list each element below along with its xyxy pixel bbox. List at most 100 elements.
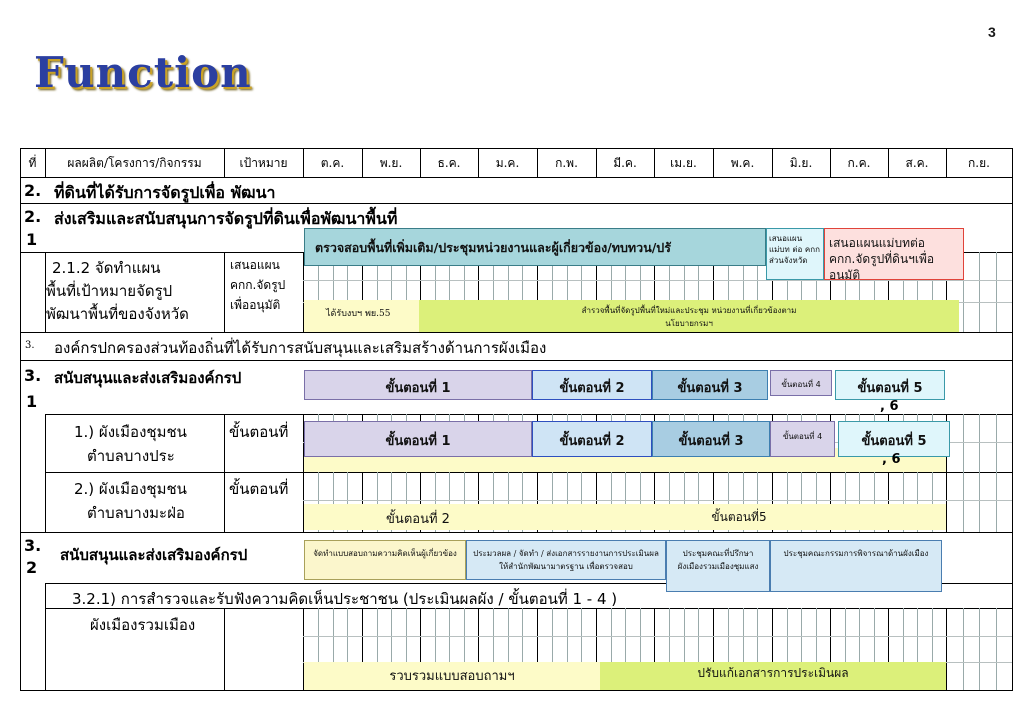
row-divider [20,332,1013,333]
week-divider [669,608,670,690]
week-divider [963,252,964,332]
col-divider [45,148,46,177]
week-divider [946,608,947,690]
week-divider [640,252,641,332]
week-divider [801,608,802,690]
slide-title: Function [34,48,252,97]
header-no: ที่ [28,156,37,170]
week-divider [684,414,685,532]
month-divider [537,148,538,177]
week-divider [567,252,568,332]
header-month: เม.ย. [670,156,697,170]
week-divider [816,608,817,690]
q-advisor-bar: ประชุมคณะที่ปรึกษาผังเมืองรวมเมืองชุมแสง [666,540,770,592]
week-divider [743,252,744,332]
col-divider [224,608,225,690]
week-divider [611,252,612,332]
sub-row-divider [303,636,1012,637]
row-3-1-no-a: 3. [24,366,42,385]
budget-label: ได้รับงบฯ พย.55 [326,309,391,319]
week-divider [698,252,699,332]
week-divider [743,608,744,690]
week-divider [362,414,363,532]
week-divider [946,252,947,332]
month-divider [362,148,363,177]
week-divider [625,252,626,332]
town1-line1: 1.) ผังเมืองชุมชน [74,423,187,441]
week-divider [787,252,788,332]
month-divider [946,148,947,177]
col-divider [45,414,46,532]
row-divider [45,472,1013,473]
week-divider [932,608,933,690]
row-2-1-2-line3: พัฒนาพื้นที่ของจังหวัด [46,305,189,323]
week-divider [478,414,479,532]
week-divider [917,252,918,332]
week-divider [464,608,465,690]
week-divider [537,252,538,332]
row-2-1-2-line1: 2.1.2 จัดทำแผน [52,259,161,277]
header-month: ธ.ค. [437,156,461,170]
survey-bar-label: ตรวจสอบพื้นที่เพิ่มเติม/ประชุมหน่วยงานแล… [315,240,671,255]
step5-label: ขั้นตอนที่ 5 [857,381,923,396]
week-divider [611,608,612,690]
week-divider [377,608,378,690]
week-divider [917,608,918,690]
propose-committee-label: เสนอแผนแม่บทต่อ คกก.จัดรูปที่ดินฯเพื่ออน… [829,236,935,280]
week-divider [757,414,758,532]
week-divider [713,414,714,532]
sub-row-divider [303,500,1012,501]
row-2-1-no-b: 1 [26,230,38,249]
week-divider [406,608,407,690]
town2-step2-label: ขั้นตอนที่ 2 [386,512,450,527]
row-3-no: 3. [25,340,35,351]
table-border-right [1012,148,1013,690]
week-divider [478,252,479,332]
col-divider [224,252,225,332]
header-month: ก.ค. [847,156,871,170]
week-divider [979,608,980,690]
town1-step1-bar: ขั้นตอนที่ 1 [304,421,532,457]
week-divider [728,414,729,532]
header-month: ก.ย. [968,156,990,170]
week-divider [464,414,465,532]
town2-step2-bar: ขั้นตอนที่ 2 [304,504,532,530]
header-month: พ.ย. [379,156,403,170]
row-divider [20,203,1013,204]
week-divider [508,414,509,532]
week-divider [816,252,817,332]
week-divider [801,414,802,532]
town2-step5-label: ขั้นตอนที่5 [711,510,767,524]
week-divider [581,414,582,532]
week-divider [493,608,494,690]
week-divider [625,414,626,532]
town1-step4-bar: ขั้นตอนที่ 4 [770,421,835,457]
header-month: มี.ค. [613,156,637,170]
week-divider [654,252,655,332]
row-2-1-2-target3: เพื่ออนุมัติ [230,298,281,312]
week-divider [963,414,964,532]
propose-map-bar: เสนอแผนแม่บท ต่อ คกก ส่วนจังหวัด [766,228,824,280]
town1-step1-label: ขั้นตอนที่ 1 [385,434,451,449]
survey-area-bar: สำรวจพื้นที่จัดรูปพื้นที่ใหม่และประชุม ห… [419,300,959,332]
week-divider [478,608,479,690]
week-divider [333,252,334,332]
week-divider [830,414,831,532]
propose-map-label: เสนอแผนแม่บท ต่อ คกก ส่วนจังหวัด [769,234,820,265]
week-divider [996,252,997,332]
row-3-2-no-b: 2 [26,558,38,577]
week-divider [552,608,553,690]
week-divider [508,608,509,690]
step5-bar: ขั้นตอนที่ 5 [835,370,945,400]
week-divider [333,608,334,690]
header-month: มิ.ย. [789,156,813,170]
header-month: ม.ค. [495,156,520,170]
row-3-1-no-b: 1 [26,392,38,411]
step4-label: ขั้นตอนที่ 4 [781,380,821,389]
row-divider [20,532,1013,533]
budget-bar: ได้รับงบฯ พย.55 [304,300,419,332]
week-divider [567,414,568,532]
propose-committee-bar: เสนอแผนแม่บทต่อ คกก.จัดรูปที่ดินฯเพื่ออน… [824,228,964,280]
week-divider [435,414,436,532]
row-3-text: องค์กรปกครองส่วนท้องถิ่นที่ได้รับการสนับ… [54,339,547,357]
